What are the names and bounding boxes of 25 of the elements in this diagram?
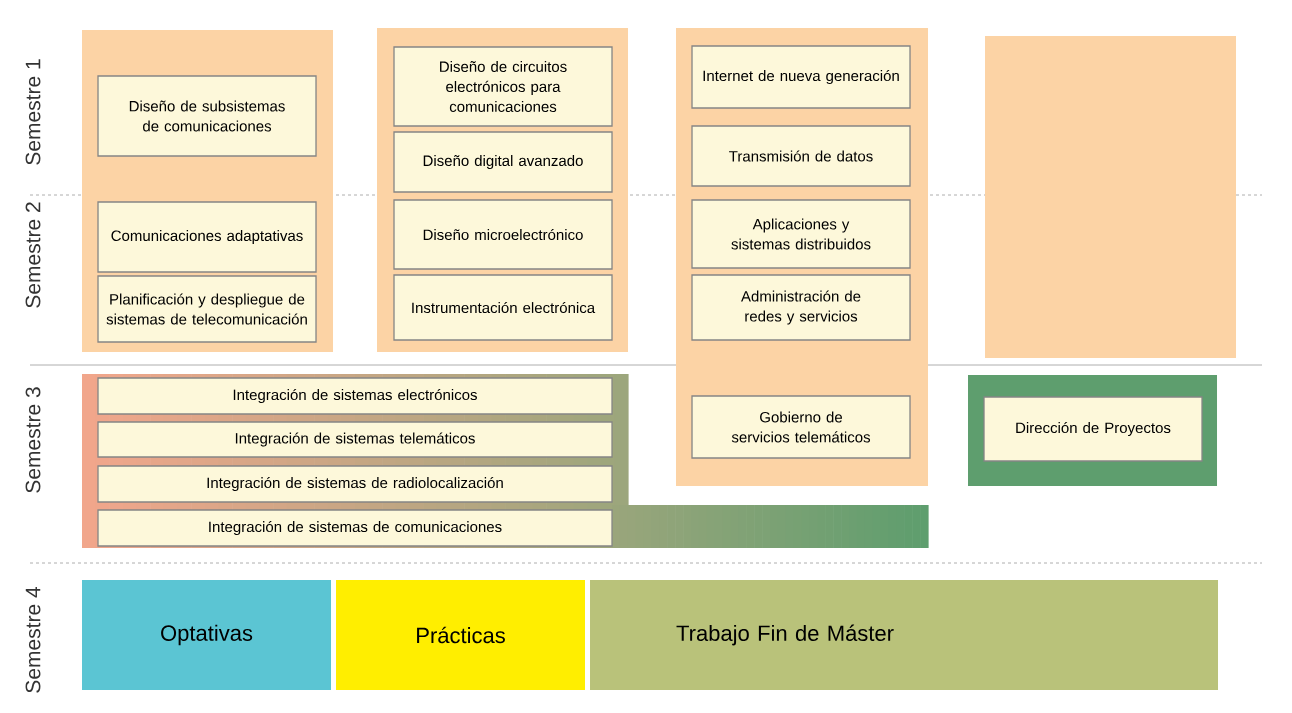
course-box: Integración de sistemas de radiolocalización [97,465,613,503]
semester-label: Semestre 4 [25,586,41,693]
course-box: Gobierno de servicios telemáticos [691,395,911,459]
course-box: Dirección de Proyectos [983,396,1203,462]
module-block: Trabajo Fin de Máster [590,580,1218,690]
course-box: Integración de sistemas de comunicaciones [97,509,613,547]
course-box: Aplicaciones y sistemas distribuidos [691,199,911,269]
course-box: Diseño microelectrónico [393,199,613,270]
course-box: Planificación y despliegue de sistemas de telecomunicación [97,275,317,343]
course-box: Administración de redes y servicios [691,274,911,341]
course-box: Comunicaciones adaptativas [97,201,317,273]
semester-label: Semestre 2 [25,202,41,308]
course-box: Diseño de subsistemas de comunicaciones [97,75,317,157]
semester-label: Semestre 3 [25,387,41,493]
course-box: Internet de nueva generación [691,45,911,109]
module-block: Optativas [82,580,331,690]
course-box: Diseño digital avanzado [393,131,613,193]
course-box: Integración de sistemas electrónicos [97,377,613,415]
course-box: Integración de sistemas telemáticos [97,421,613,458]
semester-label: Semestre 1 [25,59,41,165]
module-block: Prácticas [336,580,585,690]
column-panel [985,36,1236,358]
course-box: Transmisión de datos [691,125,911,187]
course-box: Diseño de circuitos electrónicos para comunicaciones [393,46,613,127]
course-box: Instrumentación electrónica [393,274,613,341]
